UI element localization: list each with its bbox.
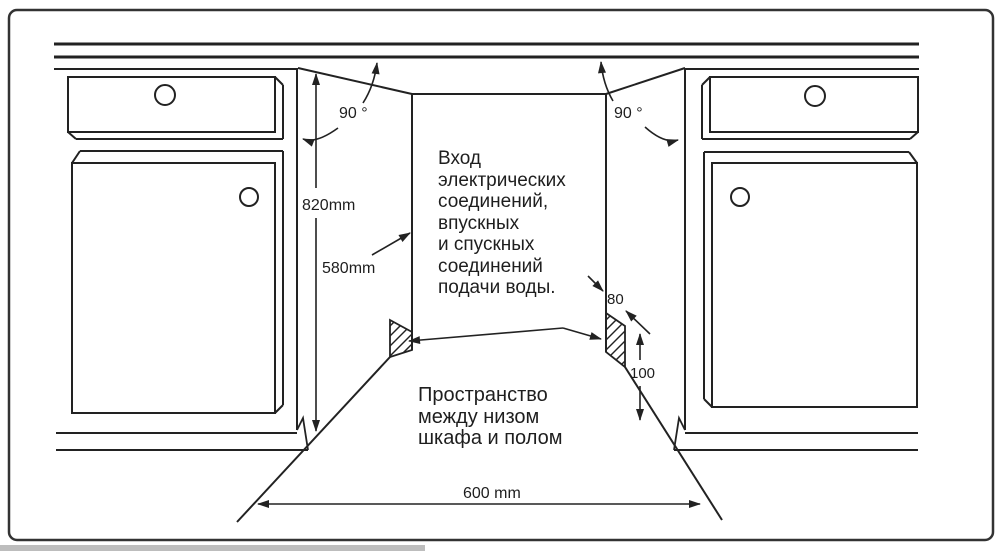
angle-left-arcs xyxy=(302,62,380,147)
right-drawer-knob xyxy=(804,85,826,107)
dim-580-arrow xyxy=(371,232,411,256)
angle-right-label: 90 ° xyxy=(614,105,643,122)
angle-right-arcs xyxy=(598,61,679,147)
base-block-right xyxy=(605,311,626,369)
page-border xyxy=(7,8,995,542)
right-cabinet xyxy=(673,68,919,451)
dim-820-label: 820mm xyxy=(302,197,356,214)
dim-80-label: 80 xyxy=(607,291,624,308)
base-leader-arrow xyxy=(408,327,602,345)
left-drawer-knob xyxy=(154,84,176,106)
dim-80-arrows xyxy=(587,275,651,335)
niche-connections-note: Вход электрических соединений, впускных … xyxy=(438,148,566,298)
dim-600-label: 600 mm xyxy=(463,485,521,502)
right-drawer xyxy=(709,76,919,133)
dim-580-label: 580mm xyxy=(322,260,376,277)
left-drawer xyxy=(67,76,276,133)
angle-left-label: 90 ° xyxy=(339,105,368,122)
right-door-knob xyxy=(730,187,750,207)
dim-100-label: 100 xyxy=(630,365,656,382)
countertop xyxy=(54,42,919,70)
left-cabinet xyxy=(56,68,309,451)
niche xyxy=(236,67,723,523)
base-block-left xyxy=(389,318,413,359)
left-door-knob xyxy=(239,187,259,207)
right-door xyxy=(711,162,918,408)
left-door xyxy=(71,162,276,414)
floor-line-left xyxy=(236,356,391,523)
floor-line-right xyxy=(624,366,723,521)
bottom-partial-bar xyxy=(0,545,425,551)
floor-space-note: Пространство между низом шкафа и полом xyxy=(418,384,563,449)
